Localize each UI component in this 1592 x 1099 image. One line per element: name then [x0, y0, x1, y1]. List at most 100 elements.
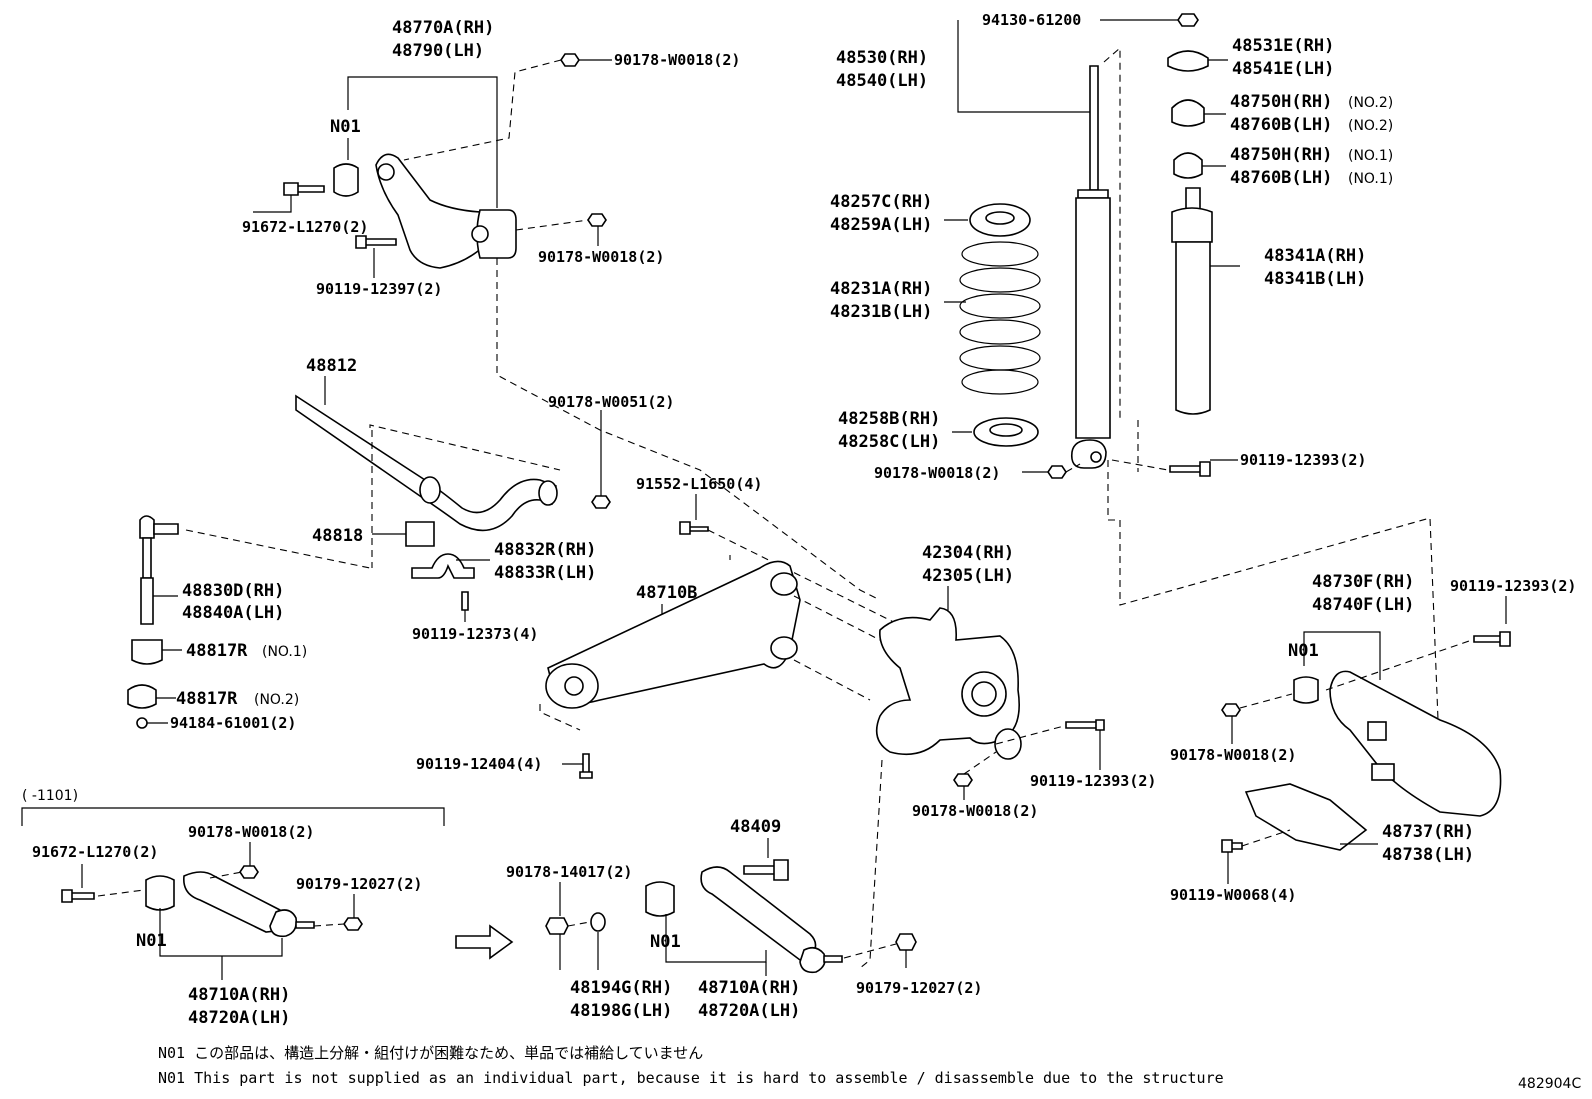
- label-48738[interactable]: 48738(LH): [1382, 845, 1474, 865]
- dashed-guide: [859, 759, 883, 969]
- label-48194G[interactable]: 48194G(RH): [570, 978, 672, 998]
- label-48231B[interactable]: 48231B(LH): [830, 302, 932, 322]
- nut-part: [1047, 465, 1067, 479]
- label-48257C[interactable]: 48257C(RH): [830, 192, 932, 212]
- label-48770A[interactable]: 48770A(RH): [392, 18, 494, 38]
- label-48531E[interactable]: 48531E(RH): [1232, 36, 1334, 56]
- label-91552-l1650[interactable]: 91552-L1650(4): [636, 475, 762, 493]
- label-90178-w0051[interactable]: 90178-W0051(2): [548, 393, 674, 411]
- label-48812[interactable]: 48812: [306, 356, 357, 376]
- label-48720A-a[interactable]: 48720A(LH): [188, 1008, 290, 1028]
- dashed-guide: [793, 659, 871, 701]
- label-42305[interactable]: 42305(LH): [922, 566, 1014, 586]
- label-90119-12404[interactable]: 90119-12404(4): [416, 755, 542, 773]
- bushing-part: [419, 476, 441, 504]
- label-48830D[interactable]: 48830D(RH): [182, 581, 284, 601]
- bolt-part: [1065, 719, 1105, 731]
- hub-bore: [971, 681, 997, 707]
- arm-stud-part: [823, 955, 843, 963]
- label-48541E[interactable]: 48541E(LH): [1232, 59, 1334, 79]
- upper-arm-group: 48770A(RH) 48790(LH) N01 91672-L1270(2) …: [242, 18, 881, 601]
- label-48833R[interactable]: 48833R(LH): [494, 563, 596, 583]
- label-90119-12373[interactable]: 90119-12373(4): [412, 625, 538, 643]
- label-90179-12027-a[interactable]: 90179-12027(2): [296, 875, 422, 893]
- label-48720A-b[interactable]: 48720A(LH): [698, 1001, 800, 1021]
- dashed-guide: [403, 59, 562, 161]
- label-94130-61200[interactable]: 94130-61200: [982, 11, 1081, 29]
- label-90178-w0018-c[interactable]: 90178-W0018(2): [912, 802, 1038, 820]
- label-48341A[interactable]: 48341A(RH): [1264, 246, 1366, 266]
- label-n01-lowerarm[interactable]: N01: [1288, 641, 1319, 661]
- label-48540[interactable]: 48540(LH): [836, 71, 928, 91]
- label-48730F[interactable]: 48730F(RH): [1312, 572, 1414, 592]
- adjust-arm-part: [700, 866, 817, 961]
- link-ball-part: [139, 515, 155, 539]
- cover-part: [1244, 783, 1368, 851]
- dashed-guide: [567, 921, 591, 927]
- label-90178-14017[interactable]: 90178-14017(2): [506, 863, 632, 881]
- label-48760B-no2[interactable]: 48760B(LH): [1230, 115, 1332, 135]
- label-n01-upper[interactable]: N01: [330, 117, 361, 137]
- label-48258C[interactable]: 48258C(LH): [838, 432, 940, 452]
- label-48750H-no1[interactable]: 48750H(RH): [1230, 145, 1332, 165]
- label-90119-12393-a[interactable]: 90119-12393(2): [1030, 772, 1156, 790]
- label-48760B-no1[interactable]: 48760B(LH): [1230, 168, 1332, 188]
- upper-arm-part: [375, 153, 491, 269]
- label-42304[interactable]: 42304(RH): [922, 543, 1014, 563]
- dashed-guide: [369, 424, 561, 471]
- label-90119-12397[interactable]: 90119-12397(2): [316, 280, 442, 298]
- label-48817R-no1[interactable]: 48817R: [186, 641, 248, 661]
- label-90119-12393-c[interactable]: 90119-12393(2): [1450, 577, 1576, 595]
- nut-part: [895, 933, 917, 951]
- label-48818[interactable]: 48818: [312, 526, 363, 546]
- label-90179-12027-b[interactable]: 90179-12027(2): [856, 979, 982, 997]
- arm-slot: [1367, 721, 1387, 741]
- bushing-hole: [471, 225, 489, 243]
- dashed-guide: [185, 529, 371, 569]
- nut-part: [136, 717, 148, 729]
- label-90178-w0018-b[interactable]: 90178-W0018(2): [538, 248, 664, 266]
- bushing-part: [1293, 676, 1319, 704]
- nut-part: [545, 917, 569, 935]
- dashed-guide: [963, 751, 997, 775]
- link-rod-part: [140, 577, 154, 625]
- bushing-part: [333, 163, 359, 197]
- label-90119-12393-b[interactable]: 90119-12393(2): [1240, 451, 1366, 469]
- label-90178-w0018-f[interactable]: 90178-W0018(2): [188, 823, 314, 841]
- label-48840A[interactable]: 48840A(LH): [182, 603, 284, 623]
- label-48740F[interactable]: 48740F(LH): [1312, 595, 1414, 615]
- label-48750H-no2[interactable]: 48750H(RH): [1230, 92, 1332, 112]
- label-n01-mid[interactable]: N01: [650, 932, 681, 952]
- label-48817R-no2[interactable]: 48817R: [176, 689, 238, 709]
- label-48710A-b[interactable]: 48710A(RH): [698, 978, 800, 998]
- label-48737[interactable]: 48737(RH): [1382, 822, 1474, 842]
- dashed-guide: [539, 704, 581, 731]
- label-48530[interactable]: 48530(RH): [836, 48, 928, 68]
- label-91672-b[interactable]: 91672-L1270(2): [32, 843, 158, 861]
- arrow-right-icon: [455, 924, 514, 960]
- label-bracket-range: ( -1101): [22, 788, 78, 804]
- label-48710B[interactable]: 48710B: [636, 583, 697, 603]
- label-90178-w0018-e[interactable]: 90178-W0018(2): [1170, 746, 1296, 764]
- label-48790[interactable]: 48790(LH): [392, 41, 484, 61]
- label-48710A-a[interactable]: 48710A(RH): [188, 985, 290, 1005]
- label-48231A[interactable]: 48231A(RH): [830, 279, 932, 299]
- bushing-part: [405, 521, 435, 547]
- label-90178-w0018-a[interactable]: 90178-W0018(2): [614, 51, 740, 69]
- label-48259A[interactable]: 48259A(LH): [830, 215, 932, 235]
- label-91672-a[interactable]: 91672-L1270(2): [242, 218, 368, 236]
- label-48198G[interactable]: 48198G(LH): [570, 1001, 672, 1021]
- label-48258B[interactable]: 48258B(RH): [838, 409, 940, 429]
- label-n01-left[interactable]: N01: [136, 931, 167, 951]
- label-90178-w0018-d[interactable]: 90178-W0018(2): [874, 464, 1000, 482]
- range-bracket: [21, 807, 445, 826]
- label-48341B[interactable]: 48341B(LH): [1264, 269, 1366, 289]
- dust-boot-part: [1175, 241, 1211, 415]
- note-english: N01 This part is not supplied as an indi…: [158, 1069, 1224, 1087]
- nut-part: [587, 213, 607, 227]
- label-94184-61001[interactable]: 94184-61001(2): [170, 714, 296, 732]
- bracket-part: [411, 553, 475, 579]
- label-48832R[interactable]: 48832R(RH): [494, 540, 596, 560]
- label-90119-w0068[interactable]: 90119-W0068(4): [1170, 886, 1296, 904]
- label-48409[interactable]: 48409: [730, 817, 781, 837]
